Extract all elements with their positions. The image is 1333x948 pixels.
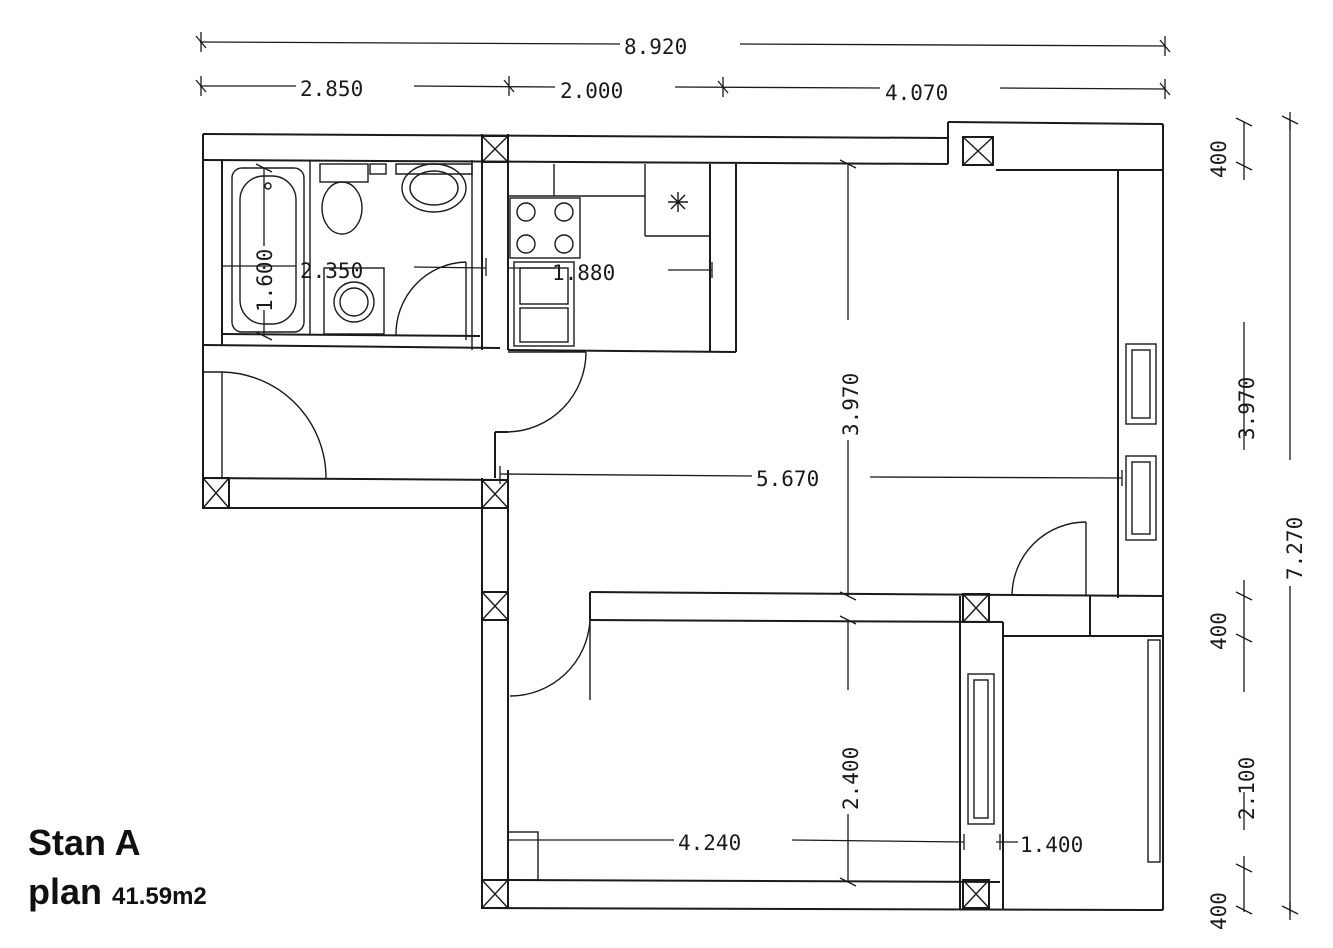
unit-name: Stan A bbox=[28, 822, 141, 863]
dim-bedroom-height: 2.400 bbox=[839, 747, 863, 810]
dim-seg-2: 2.000 bbox=[560, 79, 623, 103]
right-dimensions: 400 3.970 400 2.100 400 7.270 bbox=[1207, 112, 1307, 930]
plan-label: plan bbox=[28, 871, 103, 912]
dim-right-bedroom: 2.100 bbox=[1235, 757, 1259, 820]
dim-bedroom-width: 4.240 bbox=[678, 831, 741, 855]
interior-dimensions: 2.350 1.600 1.880 3.970 5.670 2.400 4.24… bbox=[221, 159, 1123, 887]
dim-overall-height: 7.270 bbox=[1283, 517, 1307, 580]
bathroom-fixtures bbox=[231, 163, 473, 335]
structural-columns bbox=[202, 135, 994, 909]
dim-balcony-width: 1.400 bbox=[1020, 833, 1083, 857]
windows bbox=[507, 343, 1161, 881]
dim-seg-3: 4.070 bbox=[885, 81, 948, 105]
dim-bath-width: 2.350 bbox=[300, 259, 363, 283]
dim-living-height: 3.970 bbox=[839, 373, 863, 436]
top-dimensions: 8.920 2.850 2.000 4.070 bbox=[195, 32, 1171, 105]
plan-area: 41.59m2 bbox=[112, 883, 207, 910]
dim-kitchen-width: 1.880 bbox=[552, 261, 615, 285]
dim-right-mid-wall: 400 bbox=[1207, 612, 1231, 650]
plan-area-label: plan 41.59m2 bbox=[28, 871, 207, 913]
dim-right-living: 3.970 bbox=[1235, 377, 1259, 440]
dim-living-width: 5.670 bbox=[756, 467, 819, 491]
walls bbox=[202, 121, 1164, 911]
dim-seg-1: 2.850 bbox=[300, 77, 363, 101]
dim-overall-width: 8.920 bbox=[624, 35, 687, 59]
dim-right-top-wall: 400 bbox=[1207, 140, 1231, 178]
doors bbox=[203, 261, 1087, 700]
dim-bath-tub: 1.600 bbox=[253, 249, 277, 312]
dim-right-bottom-wall: 400 bbox=[1207, 892, 1231, 930]
